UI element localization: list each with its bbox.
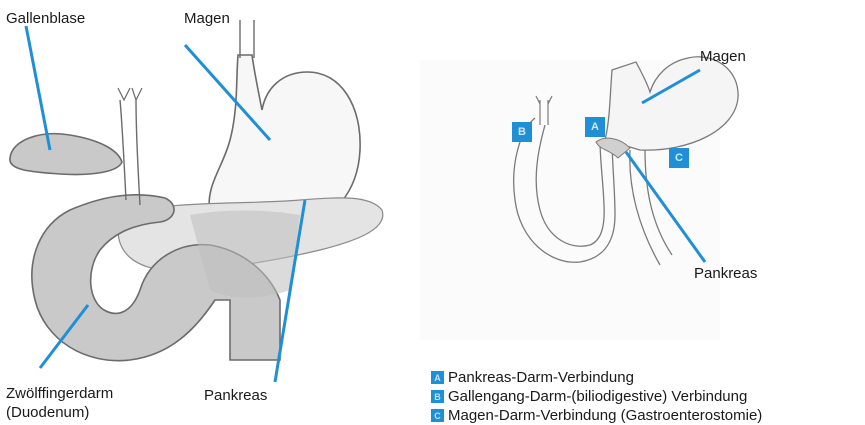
marker-c: C (669, 148, 689, 168)
marker-a: A (585, 117, 605, 137)
legend: A Pankreas-Darm-Verbindung B Gallengang-… (431, 368, 762, 425)
left-esophagus-shape (240, 20, 254, 58)
legend-key-b: B (431, 390, 444, 403)
legend-key-a: A (431, 371, 444, 384)
legend-text-a: Pankreas-Darm-Verbindung (448, 369, 634, 386)
label-right-pancreas: Pankreas (694, 265, 757, 283)
legend-row: C Magen-Darm-Verbindung (Gastroenterosto… (431, 406, 762, 425)
legend-text-c: Magen-Darm-Verbindung (Gastroenterostomi… (448, 407, 762, 424)
legend-row: A Pankreas-Darm-Verbindung (431, 368, 762, 387)
legend-row: B Gallengang-Darm-(biliodigestive) Verbi… (431, 387, 762, 406)
left-bile-duct-shape (120, 100, 140, 205)
left-gallbladder-shape (10, 134, 122, 175)
legend-text-b: Gallengang-Darm-(biliodigestive) Verbind… (448, 388, 747, 405)
pointer-gallbladder (26, 26, 50, 150)
marker-b: B (512, 122, 532, 142)
label-gallbladder: Gallenblase (6, 10, 85, 28)
label-left-stomach: Magen (184, 10, 230, 28)
legend-key-c: C (431, 409, 444, 422)
label-left-pancreas: Pankreas (204, 387, 267, 405)
label-duodenum-sub: (Duodenum) (6, 404, 89, 422)
label-right-stomach: Magen (700, 48, 746, 66)
left-bile-duct-fork (118, 88, 142, 100)
label-duodenum: Zwölffingerdarm (6, 385, 113, 403)
